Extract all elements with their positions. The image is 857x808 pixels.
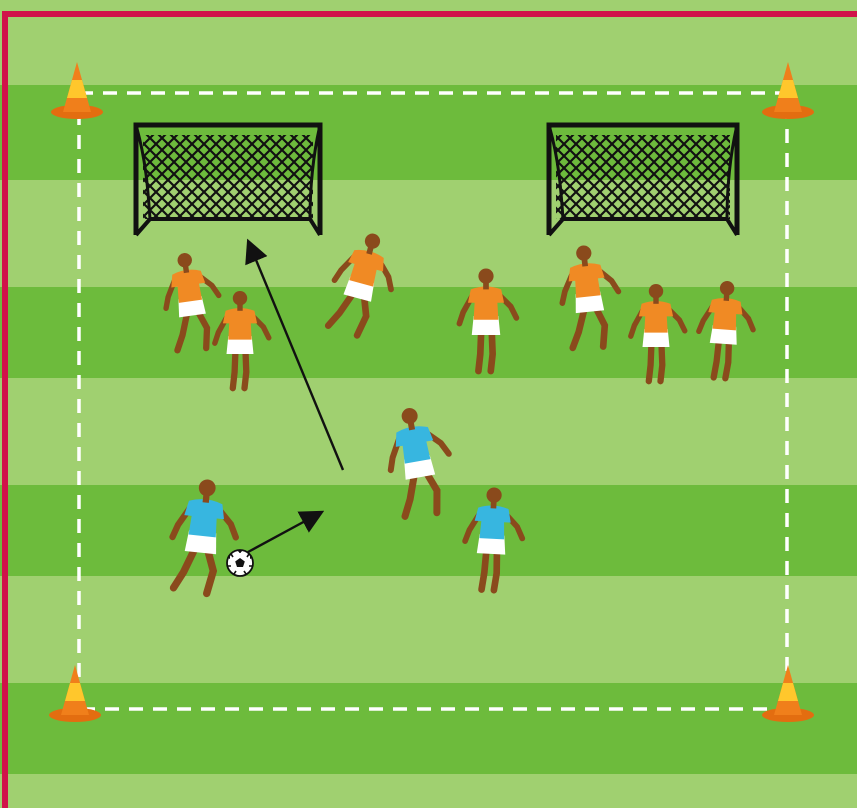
goal-left (136, 125, 320, 235)
stripe-dark (0, 485, 857, 576)
goal-right (549, 125, 737, 235)
soccer-ball-icon (227, 550, 253, 576)
stripe-light (0, 576, 857, 683)
stripe-light (0, 774, 857, 808)
stripe-dark (0, 683, 857, 774)
